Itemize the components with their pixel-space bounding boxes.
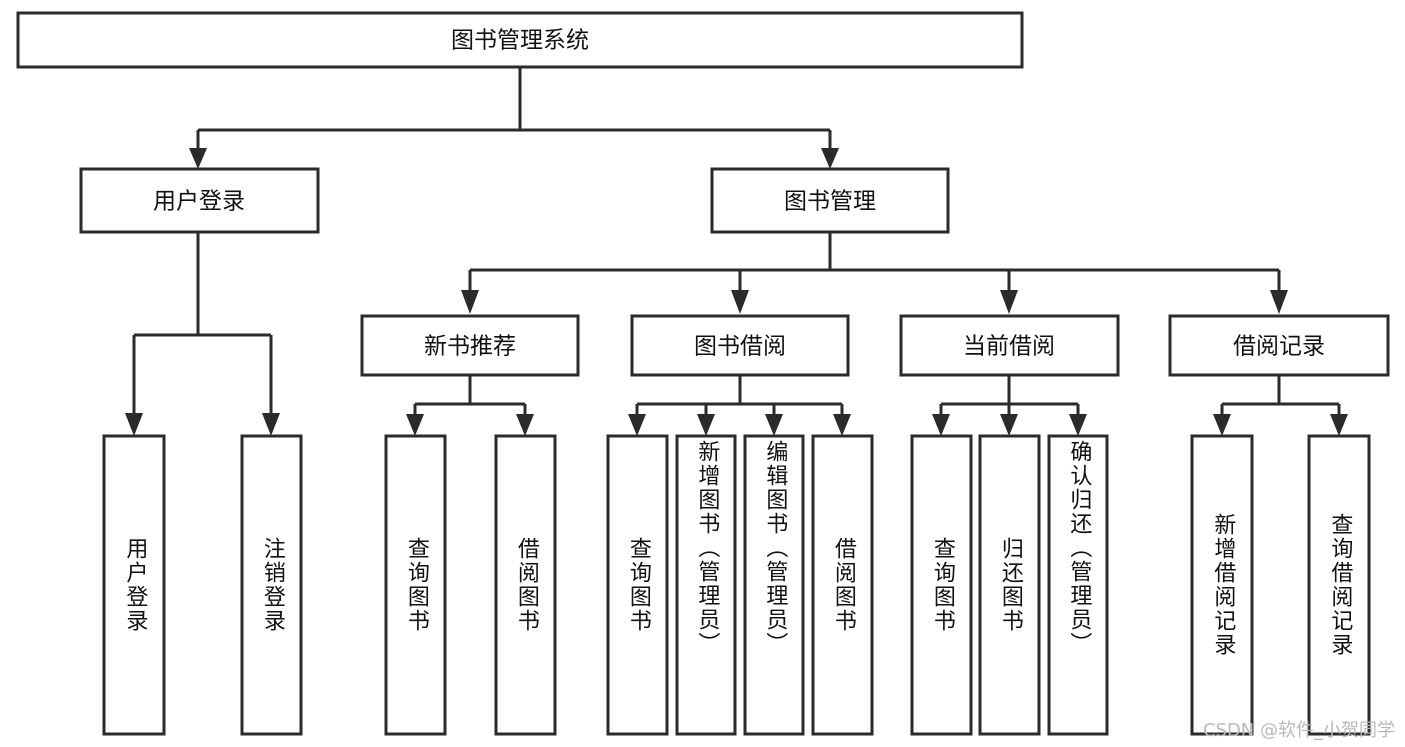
leaf-box-return-book[interactable]: [978, 434, 1041, 736]
leaf-box-query-book-3[interactable]: [910, 434, 973, 736]
leaf-box-query-record[interactable]: [1307, 434, 1371, 736]
connector-userlogin-to-leaves: [125, 232, 280, 436]
leaf-box-add-book[interactable]: [675, 434, 737, 736]
leaf-box-add-record[interactable]: [1190, 434, 1254, 736]
leaf-boxes: [102, 434, 1371, 736]
node-current-borrow[interactable]: 当前借阅: [899, 314, 1120, 377]
connector-root-to-level2: [189, 67, 839, 169]
leaf-box-borrow-book-1[interactable]: [494, 434, 557, 736]
node-book-borrow-label: 图书借阅: [694, 334, 786, 360]
node-user-login-label: 用户登录: [153, 189, 245, 215]
leaf-box-logout-login[interactable]: [240, 434, 303, 736]
node-book-manage[interactable]: 图书管理: [710, 167, 950, 234]
connector-newbook-to-leaves: [406, 375, 534, 436]
node-root-label: 图书管理系统: [451, 28, 589, 54]
node-root[interactable]: 图书管理系统: [16, 11, 1024, 69]
leaf-box-query-book-2[interactable]: [606, 434, 669, 736]
node-borrow-record-label: 借阅记录: [1233, 334, 1325, 360]
connector-bookmanage-to-level3: [461, 232, 1288, 314]
connector-borrowrecord-to-leaves: [1213, 375, 1348, 436]
leaf-box-confirm-return[interactable]: [1047, 434, 1109, 736]
leaf-box-query-book-1[interactable]: [384, 434, 447, 736]
leaf-box-user-login[interactable]: [102, 434, 166, 736]
node-current-borrow-label: 当前借阅: [963, 334, 1055, 360]
node-new-book-recommend-label: 新书推荐: [424, 334, 516, 360]
node-new-book-recommend[interactable]: 新书推荐: [360, 314, 580, 377]
node-book-manage-label: 图书管理: [784, 189, 876, 215]
node-user-login[interactable]: 用户登录: [79, 167, 320, 234]
connector-currentborrow-to-leaves: [932, 375, 1087, 436]
leaf-box-borrow-book-2[interactable]: [811, 434, 874, 736]
connector-bookborrow-to-leaves: [628, 375, 851, 436]
node-borrow-record[interactable]: 借阅记录: [1168, 314, 1390, 377]
node-book-borrow[interactable]: 图书借阅: [630, 314, 850, 377]
leaf-box-edit-book[interactable]: [743, 434, 805, 736]
